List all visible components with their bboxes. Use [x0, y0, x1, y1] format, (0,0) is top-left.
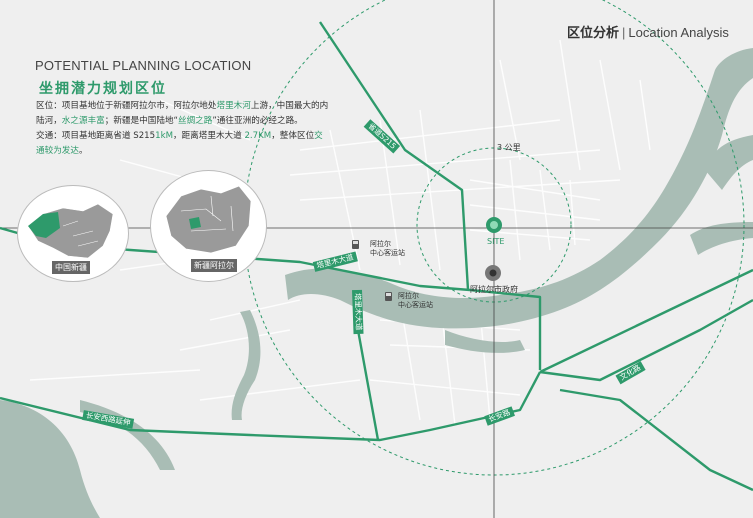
intro-title-cn: 坐拥潜力规划区位 — [39, 81, 167, 97]
desc-line3-highlight-2: 2.7KM — [244, 131, 272, 141]
desc-line2-b: ”通往亚洲的必经之路。 — [212, 116, 303, 126]
bus-station-2-label: 阿拉尔中心客运站 — [398, 292, 433, 310]
intro-description: 区位：项目基地位于新疆阿拉尔市，阿拉尔地处塔里木河上游，中国最大的内陆河，水之源… — [36, 99, 331, 159]
bus-station-2-line1: 阿拉尔 — [398, 292, 419, 300]
china-outline — [27, 203, 114, 259]
desc-line3-c: ，整体区位 — [271, 131, 315, 141]
bus-station-icon — [385, 292, 392, 301]
header-title-cn: 区位分析 — [567, 25, 620, 40]
site-marker — [486, 217, 502, 233]
desc-line1-b: 上游，中国最大的内陆河， — [36, 101, 329, 126]
desc-line2-highlight-2: 丝绸之路 — [177, 116, 213, 126]
road-label-tarim-avenue-2: 塔里木大道 — [352, 289, 364, 334]
tarim-river — [0, 48, 753, 518]
header-title-en: Location Analysis — [628, 25, 729, 40]
desc-line3-d: 。 — [78, 146, 88, 156]
site-label: SITE — [487, 237, 505, 246]
intro-title-en: POTENTIAL PLANNING LOCATION — [35, 58, 252, 73]
radius-label: 3 公里 — [497, 143, 521, 152]
desc-line3-highlight-3: 交通较为发达 — [36, 131, 323, 156]
desc-line3-highlight-1: 1kM — [155, 131, 173, 141]
xinjiang-outline — [165, 185, 252, 254]
bus-station-1-label: 阿拉尔中心客运站 — [370, 240, 405, 258]
desc-line1-highlight: 塔里木河 — [216, 101, 251, 111]
desc-line3-b: ，距离塔里木大道 — [172, 131, 245, 141]
desc-line3-a: 交通：项目基地距离省道 S215 — [36, 131, 156, 141]
header-separator: | — [622, 25, 626, 40]
bus-station-1-line1: 阿拉尔 — [370, 240, 391, 248]
desc-line2-highlight-1: 水之源丰富 — [61, 116, 105, 126]
desc-line2-a: ；新疆是中国陆地“ — [104, 116, 178, 126]
government-label: 阿拉尔市政府 — [470, 285, 518, 294]
government-marker — [485, 265, 501, 281]
section-header: 区位分析|Location Analysis — [567, 22, 729, 41]
xinjiang-inset-map: 新疆阿拉尔 — [150, 170, 267, 282]
xinjiang-inset-label: 新疆阿拉尔 — [191, 259, 237, 272]
bus-station-2-line2: 中心客运站 — [398, 301, 433, 309]
bus-station-1-line2: 中心客运站 — [370, 249, 405, 257]
china-inset-map: 中国新疆 — [17, 185, 129, 282]
desc-line1-a: 区位：项目基地位于新疆阿拉尔市，阿拉尔地处 — [36, 101, 217, 111]
china-inset-label: 中国新疆 — [52, 261, 90, 274]
bus-station-icon — [352, 240, 359, 249]
